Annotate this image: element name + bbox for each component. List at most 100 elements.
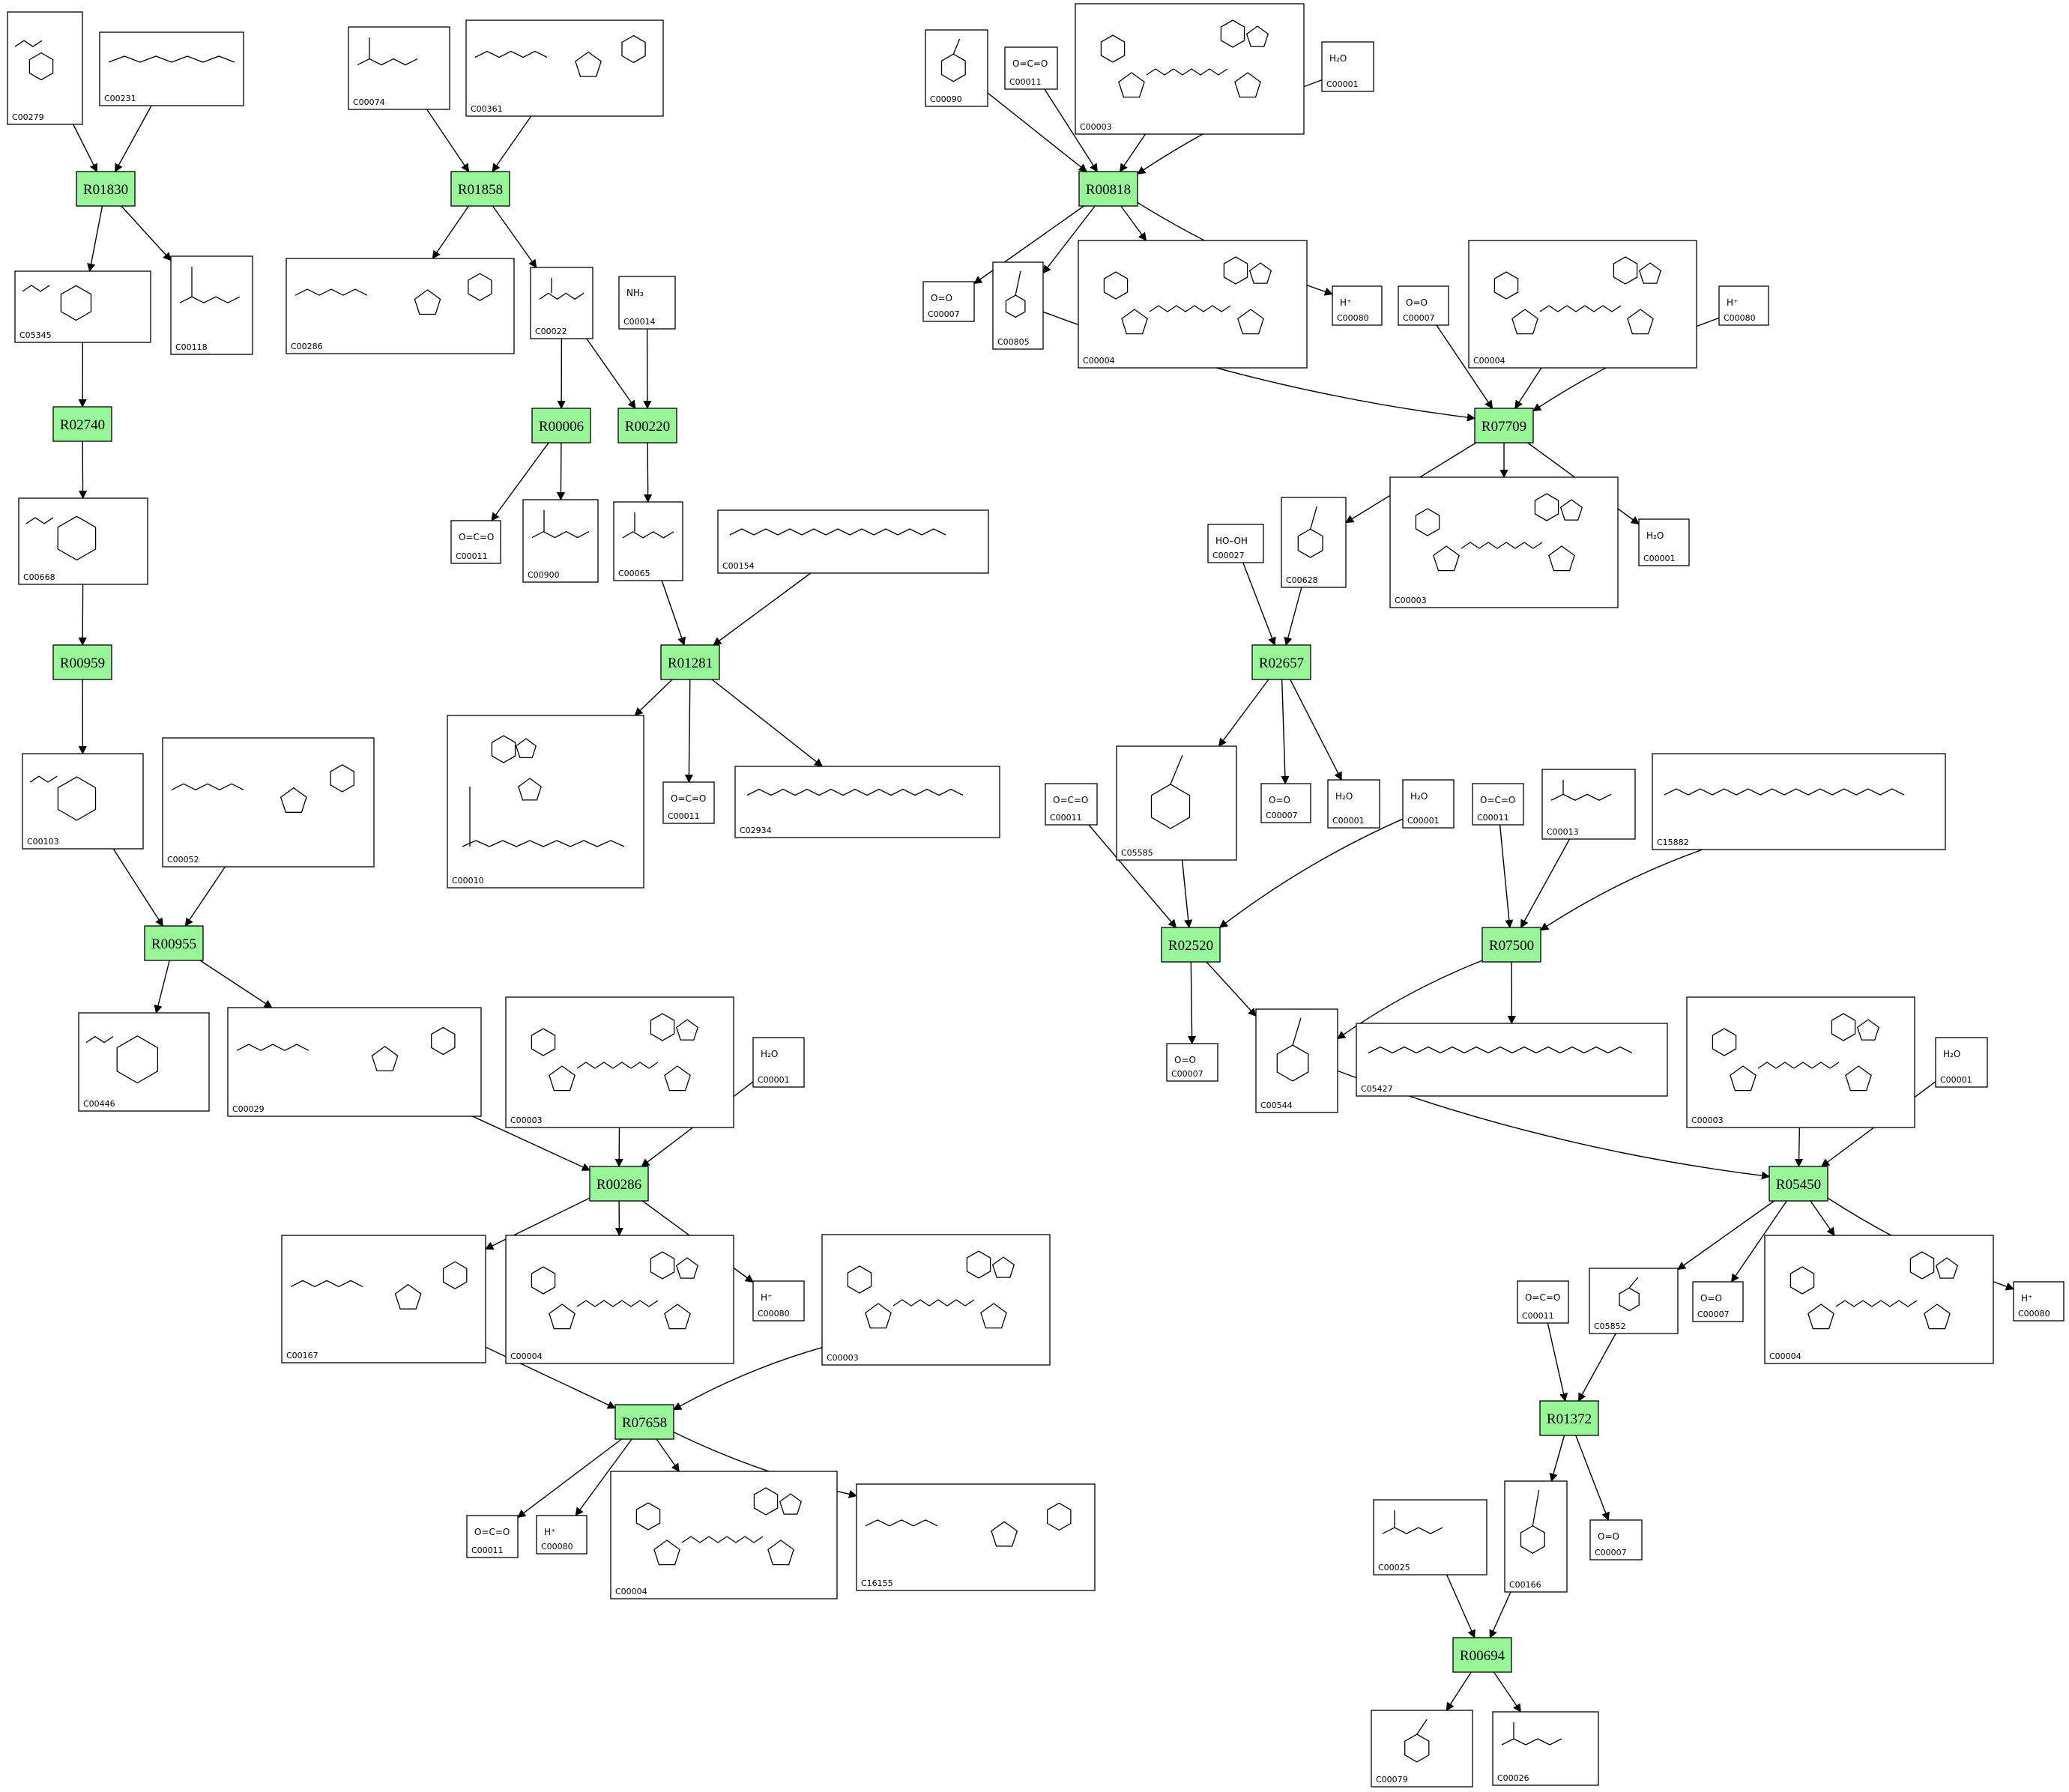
compound-C16155[interactable]: C16155 <box>856 1483 1096 1591</box>
compound-C00668[interactable]: C00668 <box>18 497 148 585</box>
reaction-R02657[interactable]: R02657 <box>1251 644 1311 680</box>
compound-id-label: C00011 <box>668 811 700 821</box>
compound-C02934[interactable]: C02934 <box>734 766 1000 838</box>
reaction-R01372[interactable]: R01372 <box>1539 1400 1599 1436</box>
compound-id-label: C00052 <box>167 855 199 865</box>
compound-C00003[interactable]: C00003 <box>1686 996 1915 1128</box>
compound-C00003[interactable]: C00003 <box>821 1234 1051 1366</box>
reaction-R00006[interactable]: R00006 <box>531 408 591 444</box>
compound-C00805[interactable]: C00805 <box>992 261 1044 350</box>
compound-C00003[interactable]: C00003 <box>1075 3 1305 135</box>
edge-c41-to-R07500 <box>1540 849 1703 931</box>
compound-C00080[interactable]: H⁺C00080 <box>752 1280 805 1322</box>
compound-C00065[interactable]: C00065 <box>613 501 683 581</box>
reaction-R07709[interactable]: R07709 <box>1474 408 1534 444</box>
compound-C00029[interactable]: C00029 <box>227 1007 482 1117</box>
compound-C00090[interactable]: C00090 <box>925 29 988 107</box>
compound-C00004[interactable]: C00004 <box>1468 240 1697 369</box>
compound-C00003[interactable]: C00003 <box>505 996 734 1128</box>
reaction-R00694[interactable]: R00694 <box>1452 1637 1512 1673</box>
compound-C00900[interactable]: C00900 <box>522 499 599 583</box>
compound-C00286[interactable]: C00286 <box>286 258 515 354</box>
compound-C00118[interactable]: C00118 <box>170 255 253 355</box>
compound-C00361[interactable]: C00361 <box>465 19 664 117</box>
compound-C00026[interactable]: C00026 <box>1492 1711 1599 1786</box>
reaction-R05450[interactable]: R05450 <box>1769 1166 1828 1202</box>
compound-C15882[interactable]: C15882 <box>1652 753 1946 850</box>
compound-C00003[interactable]: C00003 <box>1389 476 1619 608</box>
compound-C05427[interactable]: C05427 <box>1356 1023 1668 1097</box>
reaction-R00955[interactable]: R00955 <box>144 925 204 961</box>
compound-id-label: C00118 <box>175 342 208 352</box>
compound-C05585[interactable]: C05585 <box>1116 745 1237 861</box>
compound-C00628[interactable]: C00628 <box>1281 497 1347 588</box>
compound-C00103[interactable]: C00103 <box>22 753 144 850</box>
reaction-id-label: R02520 <box>1168 938 1213 954</box>
reaction-R00818[interactable]: R00818 <box>1078 171 1138 207</box>
reaction-R02740[interactable]: R02740 <box>52 406 112 442</box>
compound-C00004[interactable]: C00004 <box>505 1235 734 1364</box>
compound-C00080[interactable]: H⁺C00080 <box>2013 1281 2065 1322</box>
compound-C00013[interactable]: C00013 <box>1541 769 1636 840</box>
compound-C00544[interactable]: C00544 <box>1255 1008 1338 1113</box>
reaction-R07658[interactable]: R07658 <box>614 1404 674 1440</box>
reaction-R00220[interactable]: R00220 <box>617 408 677 444</box>
reaction-R00286[interactable]: R00286 <box>589 1166 649 1202</box>
compound-C00279[interactable]: C00279 <box>7 11 83 125</box>
compound-C05852[interactable]: C05852 <box>1589 1268 1679 1334</box>
compound-C00166[interactable]: C00166 <box>1504 1480 1568 1593</box>
reaction-R00959[interactable]: R00959 <box>52 644 112 680</box>
compound-C00079[interactable]: C00079 <box>1371 1710 1473 1788</box>
compound-C00022[interactable]: C00022 <box>530 267 593 339</box>
compound-id-label: C00361 <box>471 104 503 114</box>
reaction-R01858[interactable]: R01858 <box>450 171 510 207</box>
compound-C00004[interactable]: C00004 <box>1764 1235 1994 1364</box>
compound-C00446[interactable]: C00446 <box>78 1012 210 1112</box>
compound-id-label: C00001 <box>1940 1075 1972 1085</box>
reaction-R01281[interactable]: R01281 <box>660 644 720 680</box>
compound-formula: H₂O <box>1410 791 1428 802</box>
compound-id-label: C00231 <box>104 94 136 103</box>
edge-R00694-to-c68 <box>1493 1671 1522 1713</box>
reaction-R02520[interactable]: R02520 <box>1161 927 1221 963</box>
reaction-id-label: R02657 <box>1259 656 1304 671</box>
compound-C00080[interactable]: H⁺C00080 <box>536 1515 588 1555</box>
compound-C00167[interactable]: C00167 <box>281 1235 486 1363</box>
edge-R07500-to-c47 <box>1337 960 1483 1040</box>
edge-R01830-to-c8 <box>87 205 103 273</box>
compound-C00052[interactable]: C00052 <box>162 737 375 868</box>
compound-C00004[interactable]: C00004 <box>610 1471 838 1599</box>
compound-C00154[interactable]: C00154 <box>717 509 989 574</box>
compound-C00025[interactable]: C00025 <box>1373 1499 1487 1575</box>
compound-C00004[interactable]: C00004 <box>1078 240 1308 369</box>
reaction-R01830[interactable]: R01830 <box>76 171 136 207</box>
compound-C00080[interactable]: H⁺C00080 <box>1718 285 1769 326</box>
compound-C05345[interactable]: C05345 <box>14 270 151 343</box>
reaction-R07500[interactable]: R07500 <box>1481 927 1541 963</box>
compound-C00080[interactable]: H⁺C00080 <box>1332 285 1383 326</box>
compound-C00010[interactable]: C00010 <box>447 715 644 889</box>
compound-C00231[interactable]: C00231 <box>99 31 244 106</box>
compound-C00074[interactable]: C00074 <box>348 26 450 110</box>
